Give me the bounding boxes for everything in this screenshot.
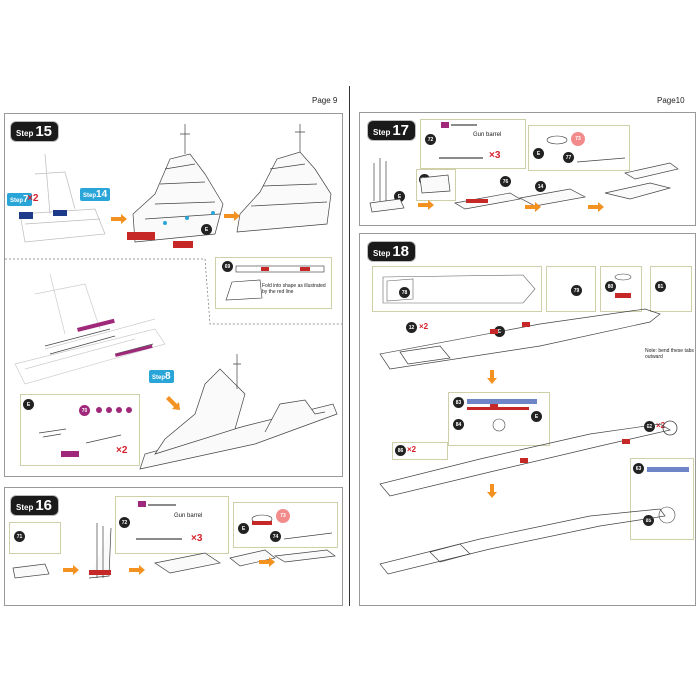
part-number-badge: 12	[406, 322, 417, 333]
fold-shape-illustration	[225, 279, 263, 301]
step-word: Step	[16, 503, 34, 512]
step-ref-badge: Step8	[149, 370, 174, 383]
page-number-right: Page10	[657, 96, 685, 105]
part-number-badge: 71	[14, 531, 25, 542]
sheet-e-badge: E	[238, 523, 249, 534]
part-number-badge: 80	[605, 281, 616, 292]
part-80-illustration	[614, 273, 632, 298]
page-divider	[349, 86, 350, 606]
detail-box-79: 79	[546, 266, 596, 312]
part-78-illustration	[382, 274, 536, 304]
step-ref-number: 14	[96, 189, 108, 200]
detail-box-72: 72 Gun barrel ×3	[115, 496, 229, 554]
step-number: 15	[35, 123, 53, 140]
sheet-e-badge: E	[394, 191, 405, 202]
sheet-e-badge: E	[533, 148, 544, 159]
part-number-badge: 70	[79, 405, 90, 416]
part-number-badge: 78	[399, 287, 410, 298]
detail-box-63: 63 85	[630, 458, 694, 540]
step-number: 16	[35, 497, 53, 514]
part-69-illustration	[235, 265, 325, 273]
part-number-badge: 86	[395, 445, 406, 456]
step-18-illustration	[379, 308, 678, 575]
detail-box-73: E 73 77	[528, 125, 630, 171]
part-70-illustration	[38, 407, 132, 457]
detail-box-78: 78	[372, 266, 542, 312]
part-73-illustration	[251, 514, 333, 540]
detail-box-80: 80	[600, 266, 642, 312]
quantity-multiplier: ×2	[419, 322, 429, 331]
gun-barrel-illustration	[439, 122, 483, 159]
page-number-left: Page 9	[312, 96, 338, 105]
step-ref-number: 7	[23, 194, 29, 205]
detail-box-71: 71	[9, 522, 61, 554]
part-number-badge: 73	[276, 509, 290, 523]
detail-box-72: 72 Gun barrel ×3	[420, 119, 526, 169]
part-63-illustration	[647, 467, 689, 524]
detail-box-81: 81	[650, 266, 692, 312]
part-number-badge: 79	[571, 285, 582, 296]
step-ref-word: Step	[10, 198, 24, 204]
quantity-multiplier: ×2	[656, 421, 666, 430]
step-word: Step	[16, 129, 34, 138]
sheet-e-badge: E	[531, 411, 542, 422]
part-number-badge: 73	[571, 132, 585, 146]
part-number-badge: 82	[644, 421, 655, 432]
step-ref-badge: Step7	[7, 193, 32, 206]
step-number: 18	[392, 243, 410, 260]
part-number-badge: 72	[425, 134, 436, 145]
step-word: Step	[373, 128, 391, 137]
part-73-illustration	[546, 135, 626, 163]
part-number-badge: 77	[563, 152, 574, 163]
detail-box-69: 69 Fold into shape as illustrated by the…	[215, 257, 332, 309]
quantity-multiplier: ×2	[116, 445, 128, 456]
part-number-badge: 83	[453, 397, 464, 408]
step-ref-badge: Step14	[80, 188, 111, 201]
part-number-badge: 72	[119, 517, 130, 528]
step-17-illustration	[369, 158, 679, 213]
step-15-illustration	[5, 124, 342, 470]
step-ref-number: 8	[165, 371, 171, 382]
detail-box-86: 86 ×2	[392, 442, 448, 460]
gun-barrel-label: Gun barrel	[473, 132, 502, 138]
step-word: Step	[373, 249, 391, 258]
step-number: 17	[392, 122, 410, 139]
quantity-multiplier: ×3	[489, 150, 501, 161]
quantity-multiplier: ×2	[407, 445, 417, 454]
sheet-e-badge: E	[201, 224, 212, 235]
quantity-multiplier: ×2	[27, 193, 39, 204]
step-ref-word: Step	[152, 375, 166, 381]
part-number-badge: 85	[643, 515, 654, 526]
part-number-badge: 63	[633, 463, 644, 474]
step-ref-word: Step	[83, 193, 97, 199]
detail-box-73: E 73 74	[233, 502, 338, 548]
gun-barrel-label: Gun barrel	[174, 513, 203, 519]
detail-box-70: E 70 ×2	[20, 394, 140, 466]
part-number-badge: 74	[270, 531, 281, 542]
quantity-multiplier: ×3	[191, 533, 203, 544]
sheet-e-badge: E	[23, 399, 34, 410]
part-number-badge: 81	[655, 281, 666, 292]
fold-instruction: Fold into shape as illustrated by the re…	[262, 283, 326, 295]
part-number-badge: 14	[535, 181, 546, 192]
part-number-badge: 84	[453, 419, 464, 430]
gun-barrel-illustration	[136, 501, 182, 540]
part-number-badge: 76	[500, 176, 511, 187]
step-16-illustration	[12, 523, 336, 579]
bend-tabs-note: Note: bend these tabs outward	[645, 348, 694, 360]
part-number-badge: 69	[222, 261, 233, 272]
